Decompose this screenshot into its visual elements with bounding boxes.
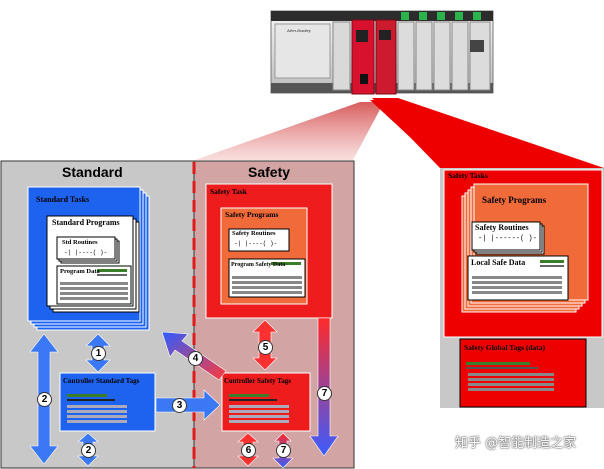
safety-task-label: Safety Task (210, 187, 247, 196)
safety-header: Safety (248, 164, 291, 180)
program-data-label: Program Data (60, 268, 100, 275)
arrow-4-number: 4 (188, 351, 203, 366)
standard-tasks-label: Standard Tasks (36, 195, 90, 204)
arrow-5-number: 5 (258, 340, 273, 355)
standard-tasks-stack (27, 186, 150, 331)
detail-safety-tasks-label: Safety Tasks (448, 171, 488, 180)
detail-global-tags (459, 338, 587, 408)
standard-header: Standard (62, 164, 123, 180)
arrow-7-bottom-number: 7 (276, 443, 291, 458)
program-safety-data-label: Program Safety Data (231, 262, 286, 268)
standard-programs-label: Standard Programs (52, 218, 120, 227)
arrow-7-long-number: 7 (317, 386, 332, 401)
arrow-3-number: 3 (172, 398, 187, 413)
std-ladder-rung: -| |----( )- (64, 249, 108, 256)
detail-safety-programs-label: Safety Programs (482, 195, 547, 205)
arrow-2-bottom-number: 2 (81, 443, 96, 458)
safety-routines-label: Safety Routines (232, 230, 276, 237)
safety-global-tags-label: Safety Global Tags (data) (464, 343, 546, 352)
detail-safety-tasks (443, 169, 603, 338)
plc-rack (270, 10, 494, 95)
projection-fan-right-main (372, 98, 604, 168)
arrow-3 (155, 389, 221, 421)
arrow-2-left-number: 2 (37, 392, 52, 407)
local-safe-data-label: Local Safe Data (471, 258, 526, 267)
std-routines-label: Std Routines (62, 239, 98, 246)
detail-ladder-rung: -| |------( )- (478, 235, 537, 243)
controller-safety-tags-label: Controller Safety Tags (224, 377, 292, 385)
controller-standard-tags-box (59, 372, 156, 432)
safety-programs-label: Safety Programs (225, 210, 279, 219)
watermark: 知乎 @智能制造之家 (455, 436, 577, 451)
safety-ladder-rung: -| |----( )- (234, 240, 278, 247)
safety-task-box (205, 183, 333, 319)
arrow-6-number: 6 (241, 443, 256, 458)
controller-safety-tags-box (221, 372, 311, 432)
controller-standard-tags-label: Controller Standard Tags (63, 377, 140, 385)
projection-fan-left (195, 102, 384, 160)
arrow-1-number: 1 (91, 346, 106, 361)
detail-safety-routines-label: Safety Routines (475, 223, 529, 232)
plc-brand-label: Allen-Bradley (287, 28, 311, 33)
